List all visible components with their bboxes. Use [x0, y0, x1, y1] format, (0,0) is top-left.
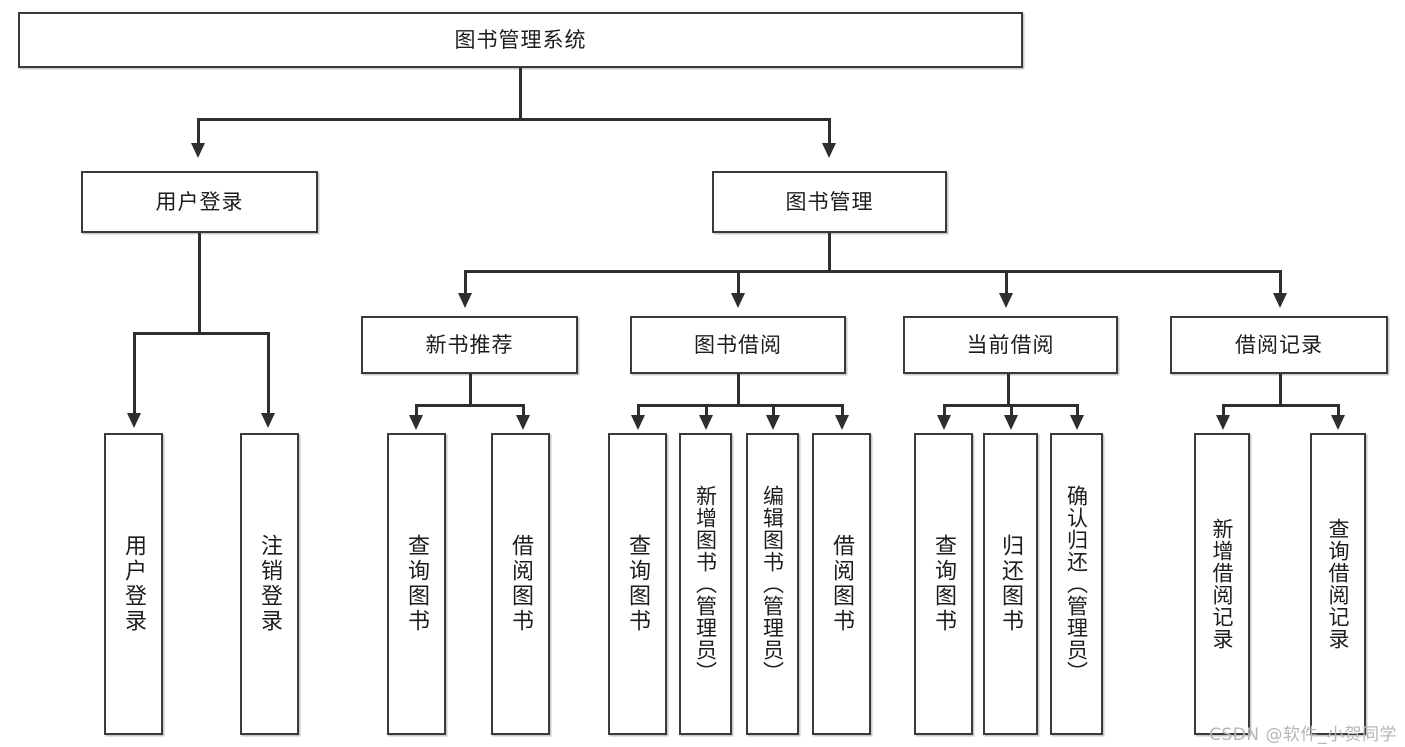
- node-book-management[interactable]: 图书管理: [712, 171, 947, 233]
- connector-bookmgmt-branch-1: [464, 270, 467, 296]
- connector-borrowrecord-branch-1: [1222, 404, 1225, 418]
- node-label: 查询图书: [404, 534, 430, 634]
- node-label: 借阅图书: [508, 534, 534, 634]
- node-label: 图书管理: [785, 189, 874, 214]
- node-root-system[interactable]: 图书管理系统: [18, 12, 1023, 68]
- connector-borrowrecord-bus: [1222, 404, 1340, 407]
- connector-newbook-branch-2: [522, 404, 525, 418]
- node-label: 用户登录: [121, 534, 147, 634]
- connector-currentborrow-branch-1: [943, 404, 946, 418]
- arrowhead-leaf-return-book: [1004, 415, 1018, 430]
- leaf-borrow-book-recommend[interactable]: 借阅图书: [491, 433, 550, 735]
- connector-root-bus: [197, 118, 831, 121]
- connector-userlogin-branch-2: [267, 332, 270, 416]
- node-label: 编辑图书（管理员）: [760, 485, 785, 683]
- arrowhead-leaf-logout: [261, 413, 275, 428]
- connector-userlogin-branch-1: [133, 332, 136, 416]
- node-label: 当前借阅: [966, 332, 1055, 357]
- arrowhead-new-book-recommend: [458, 293, 472, 308]
- connector-bookborrow-branch-1: [637, 404, 640, 418]
- connector-currentborrow-branch-2: [1010, 404, 1013, 418]
- arrowhead-leaf-query-record: [1331, 415, 1345, 430]
- arrowhead-leaf-user-login: [127, 413, 141, 428]
- node-label: 归还图书: [998, 534, 1024, 634]
- connector-root-to-bookmgmt: [828, 118, 831, 146]
- arrowhead-leaf-confirm-return: [1070, 415, 1084, 430]
- leaf-query-book-current[interactable]: 查询图书: [914, 433, 973, 735]
- connector-userlogin-bus: [133, 332, 267, 335]
- node-new-book-recommend[interactable]: 新书推荐: [361, 316, 578, 374]
- node-borrow-record[interactable]: 借阅记录: [1170, 316, 1388, 374]
- node-label: 新书推荐: [425, 332, 514, 357]
- connector-currentborrow-stem: [1007, 374, 1010, 406]
- node-label: 注销登录: [257, 534, 283, 634]
- node-label: 查询借阅记录: [1326, 518, 1351, 650]
- arrowhead-leaf-query-book-3: [937, 415, 951, 430]
- leaf-logout[interactable]: 注销登录: [240, 433, 299, 735]
- connector-userlogin-stem: [198, 233, 201, 334]
- node-label: 查询图书: [931, 534, 957, 634]
- connector-bookmgmt-branch-2: [737, 270, 740, 296]
- csdn-watermark: CSDN @软件_小贺同学: [1209, 725, 1397, 745]
- node-label: 确认归还（管理员）: [1064, 485, 1089, 683]
- connector-bookmgmt-branch-4: [1279, 270, 1282, 296]
- leaf-query-book-recommend[interactable]: 查询图书: [387, 433, 446, 735]
- node-label: 图书借阅: [694, 332, 782, 357]
- connector-newbook-bus: [415, 404, 525, 407]
- connector-root-stem: [519, 68, 522, 120]
- connector-borrowrecord-branch-2: [1337, 404, 1340, 418]
- connector-borrowrecord-stem: [1279, 374, 1282, 406]
- node-label: 用户登录: [155, 189, 244, 214]
- node-label: 查询图书: [625, 534, 651, 634]
- leaf-add-book-admin[interactable]: 新增图书（管理员）: [679, 433, 732, 735]
- connector-bookborrow-branch-2: [705, 404, 708, 418]
- connector-bookmgmt-branch-3: [1005, 270, 1008, 296]
- arrowhead-leaf-query-book-1: [409, 415, 423, 430]
- leaf-borrow-book[interactable]: 借阅图书: [812, 433, 871, 735]
- arrowhead-leaf-borrow-book-2: [835, 415, 849, 430]
- node-label: 图书管理系统: [454, 27, 587, 52]
- node-current-borrow[interactable]: 当前借阅: [903, 316, 1118, 374]
- arrowhead-bookmgmt: [822, 143, 836, 158]
- arrowhead-leaf-query-book-2: [631, 415, 645, 430]
- connector-bookborrow-bus: [637, 404, 844, 407]
- arrowhead-current-borrow: [999, 293, 1013, 308]
- leaf-user-login[interactable]: 用户登录: [104, 433, 163, 735]
- arrowhead-book-borrow: [731, 293, 745, 308]
- arrowhead-borrow-record: [1273, 293, 1287, 308]
- arrowhead-leaf-borrow-book-1: [516, 415, 530, 430]
- leaf-return-book[interactable]: 归还图书: [983, 433, 1038, 735]
- leaf-query-book-borrow[interactable]: 查询图书: [608, 433, 667, 735]
- leaf-add-borrow-record[interactable]: 新增借阅记录: [1194, 433, 1250, 735]
- connector-newbook-branch-1: [415, 404, 418, 418]
- node-label: 新增借阅记录: [1210, 518, 1235, 650]
- arrowhead-userlogin: [191, 143, 205, 158]
- arrowhead-leaf-add-book: [699, 415, 713, 430]
- connector-bookborrow-stem: [737, 374, 740, 406]
- arrowhead-leaf-add-record: [1216, 415, 1230, 430]
- node-user-login[interactable]: 用户登录: [81, 171, 318, 233]
- leaf-confirm-return-admin[interactable]: 确认归还（管理员）: [1050, 433, 1103, 735]
- leaf-edit-book-admin[interactable]: 编辑图书（管理员）: [746, 433, 799, 735]
- node-label: 借阅记录: [1235, 332, 1323, 357]
- connector-bookborrow-branch-4: [841, 404, 844, 418]
- node-label: 新增图书（管理员）: [693, 485, 718, 683]
- connector-currentborrow-branch-3: [1076, 404, 1079, 418]
- node-book-borrow[interactable]: 图书借阅: [630, 316, 846, 374]
- connector-bookmgmt-bus: [464, 270, 1279, 273]
- arrowhead-leaf-edit-book: [766, 415, 780, 430]
- node-label: 借阅图书: [829, 534, 855, 634]
- leaf-query-borrow-record[interactable]: 查询借阅记录: [1310, 433, 1366, 735]
- connector-bookborrow-branch-3: [772, 404, 775, 418]
- connector-bookmgmt-stem: [828, 233, 831, 272]
- connector-root-to-userlogin: [197, 118, 200, 146]
- connector-newbook-stem: [469, 374, 472, 406]
